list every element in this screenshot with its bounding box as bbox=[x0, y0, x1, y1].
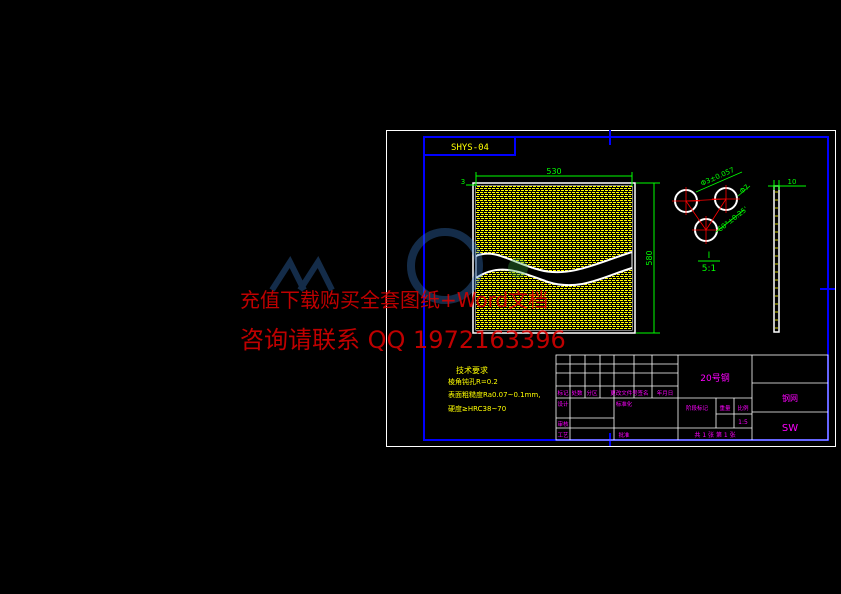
tb-cell-date: 年月日 bbox=[657, 389, 674, 397]
tb-cell-review: 审核 bbox=[557, 420, 569, 428]
dimension-height bbox=[636, 182, 660, 334]
tb-scale: 1:5 bbox=[738, 419, 748, 426]
tb-sheet: 共 1 张 第 1 张 bbox=[694, 431, 735, 439]
title-block bbox=[555, 354, 829, 441]
tb-cell-standard: 标准化 bbox=[616, 400, 633, 408]
side-profile bbox=[768, 180, 806, 333]
tb-cell-process: 工艺 bbox=[557, 432, 569, 439]
tb-cell-sign: 签名 bbox=[637, 389, 648, 397]
tb-cell-weight: 重量 bbox=[719, 404, 731, 412]
tb-cell-ratio: 比例 bbox=[737, 404, 749, 412]
dimension-width bbox=[475, 172, 633, 186]
tech-line-2: 表面粗糙度Ra0.07~0.1mm, bbox=[448, 390, 540, 399]
hole-detail bbox=[672, 171, 751, 244]
tb-cell-design: 设计 bbox=[557, 400, 569, 408]
tech-line-3: 硬度≥HRC38~70 bbox=[448, 404, 506, 413]
watermark-line-1: 充值下载购买全套图纸+Word文档 bbox=[240, 288, 549, 312]
tb-cell-change: 更改文件号 bbox=[610, 389, 638, 397]
detail-label: I bbox=[708, 251, 711, 261]
code-box bbox=[423, 136, 516, 156]
tb-part-name: 20号钢 bbox=[700, 372, 729, 384]
tb-cell-mark: 标记 bbox=[557, 389, 569, 397]
hole-label-outer: Φ7 bbox=[738, 183, 751, 196]
tech-title: 技术要求 bbox=[456, 365, 488, 375]
tb-cell-stage: 阶段标记 bbox=[686, 404, 709, 412]
drawing-code: SHYS-04 bbox=[451, 143, 489, 153]
tb-right-label: 钢网 bbox=[782, 393, 798, 403]
watermark-line-2: 咨询请联系 QQ 1972163396 bbox=[240, 326, 566, 354]
dimension-height-label: 580 bbox=[645, 250, 654, 265]
dimension-side-label: 3 bbox=[461, 178, 465, 186]
tb-cell-zone: 分区 bbox=[586, 389, 598, 397]
break-line-lower bbox=[475, 267, 633, 287]
logo-mark bbox=[269, 228, 528, 304]
dimension-width-label: 530 bbox=[546, 167, 561, 176]
tb-cell-approve: 批准 bbox=[618, 431, 630, 439]
dimension-right-width: 10 bbox=[788, 178, 797, 186]
detail-scale: 5:1 bbox=[702, 264, 716, 274]
mesh-plate bbox=[472, 182, 636, 334]
tb-cell-count: 处数 bbox=[571, 389, 583, 397]
tech-line-1: 棱角钝孔R=0.2 bbox=[448, 377, 498, 386]
tb-code: SW bbox=[782, 423, 798, 434]
break-line-upper bbox=[475, 251, 633, 274]
